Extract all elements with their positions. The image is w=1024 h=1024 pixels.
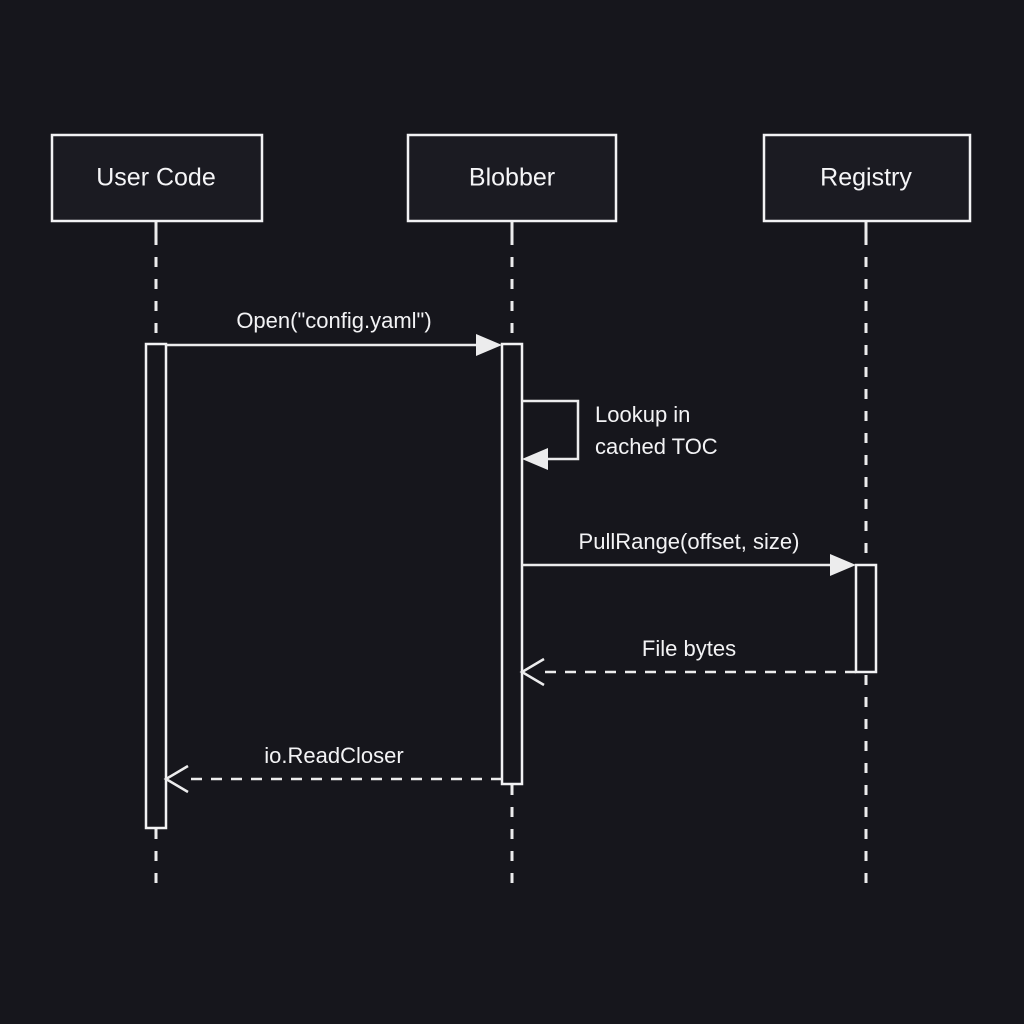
participant-box-blobber xyxy=(406,133,618,223)
participant-box-registry xyxy=(762,133,972,223)
participant-box-user-code xyxy=(50,133,264,223)
arrowhead-filled-open-call xyxy=(476,334,502,356)
message-path-lookup-self xyxy=(522,399,580,461)
participants: User Code Blobber Registry xyxy=(50,133,972,223)
arrowhead-open-file-bytes-return xyxy=(519,657,545,687)
lifelines xyxy=(154,221,868,892)
participant-label-user-code: User Code xyxy=(96,164,216,192)
message-label-file-bytes-return: File bytes xyxy=(642,636,736,661)
message-file-bytes-return[interactable]: File bytes xyxy=(519,636,856,687)
message-label-readcloser-return: io.ReadCloser xyxy=(264,743,403,768)
message-readcloser-return[interactable]: io.ReadCloser xyxy=(163,743,502,794)
participant-registry[interactable]: Registry xyxy=(762,133,972,223)
message-label-open-call: Open("config.yaml") xyxy=(236,308,431,333)
message-label-pullrange-call: PullRange(offset, size) xyxy=(579,529,800,554)
message-lookup-self[interactable]: Lookup in cached TOC xyxy=(522,399,718,470)
activation-bar-blobber xyxy=(500,342,524,786)
participant-label-registry: Registry xyxy=(820,164,912,192)
arrowhead-filled-pullrange-call xyxy=(830,554,856,576)
activation-bars xyxy=(144,342,878,830)
message-label-lookup-self-line2: cached TOC xyxy=(595,434,718,459)
message-open-call[interactable]: Open("config.yaml") xyxy=(166,308,502,356)
message-pullrange-call[interactable]: PullRange(offset, size) xyxy=(522,529,856,576)
participant-label-blobber: Blobber xyxy=(469,164,555,192)
activation-bar-registry xyxy=(854,563,878,674)
activation-bar-user-code xyxy=(144,342,168,830)
participant-blobber[interactable]: Blobber xyxy=(406,133,618,223)
arrowhead-open-readcloser-return xyxy=(163,764,189,794)
message-label-lookup-self-line1: Lookup in xyxy=(595,402,690,427)
arrowhead-filled-lookup-self xyxy=(522,448,548,470)
participant-user-code[interactable]: User Code xyxy=(50,133,264,223)
